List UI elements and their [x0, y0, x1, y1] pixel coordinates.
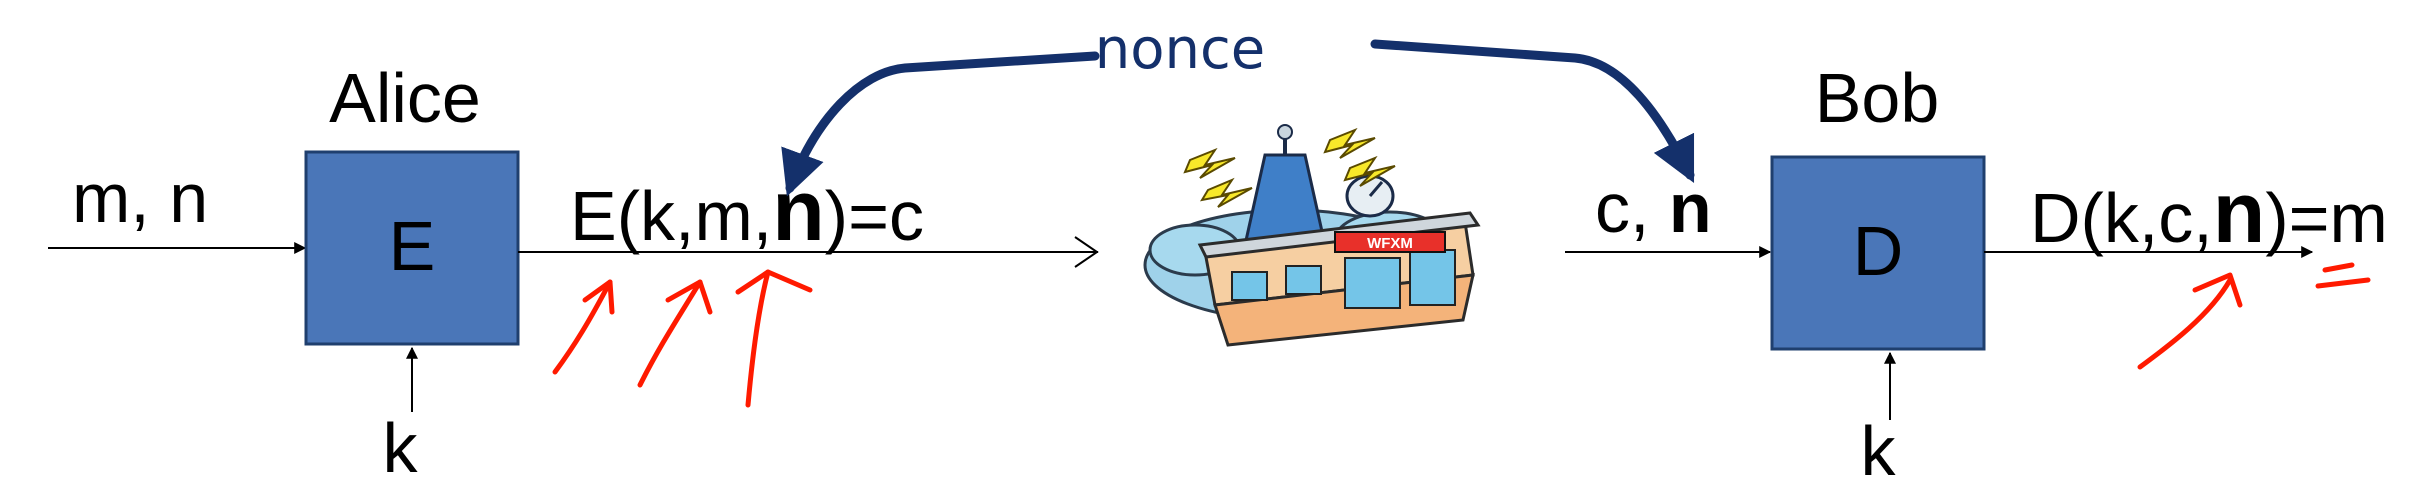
- annotation-arrow-nonce: [745, 269, 771, 408]
- alice-output-label: E(k,m,n)=c: [570, 163, 924, 259]
- ciphertext-arrow-head: [1074, 236, 1099, 268]
- annotation-arrow-key: [552, 279, 613, 375]
- radio-station-icon: WFXM: [1143, 124, 1481, 347]
- alice-input-label: m, n: [72, 159, 208, 237]
- alice-output-suffix: )=c: [825, 177, 924, 255]
- nonce-arrow-to-alice: [781, 51, 1100, 197]
- bob-output-suffix: )=m: [2265, 179, 2388, 257]
- bob-output-nonce: n: [2213, 165, 2266, 261]
- nonce-arrow-to-bob: [1370, 39, 1695, 184]
- bob-input-prefix: c,: [1595, 169, 1669, 247]
- annotation-arrow-bob-nonce: [2137, 277, 2233, 370]
- bob-title: Bob: [1815, 59, 1940, 137]
- encryption-box-label: E: [389, 207, 436, 285]
- bob-key-label: k: [1861, 412, 1897, 487]
- alice-output-prefix: E(k,m,: [570, 177, 772, 255]
- alice-title: Alice: [329, 59, 481, 137]
- decryption-box-label: D: [1853, 212, 1904, 290]
- annotation-arrow-message: [637, 279, 703, 388]
- bob-output-label: D(k,c,n)=m: [2030, 165, 2388, 261]
- bob-output-prefix: D(k,c,: [2030, 179, 2213, 257]
- bob-input-nonce: n: [1669, 169, 1712, 247]
- station-sign-text: WFXM: [1367, 235, 1413, 252]
- annotation-underline-m: [2322, 262, 2355, 273]
- red-annotations: [552, 262, 2371, 408]
- decryption-box: [1770, 155, 1986, 351]
- alice-key-label: k: [383, 409, 419, 487]
- encryption-box: [304, 150, 520, 346]
- bob-input-label: c, n: [1595, 169, 1712, 247]
- nonce-label: nonce: [1095, 17, 1266, 82]
